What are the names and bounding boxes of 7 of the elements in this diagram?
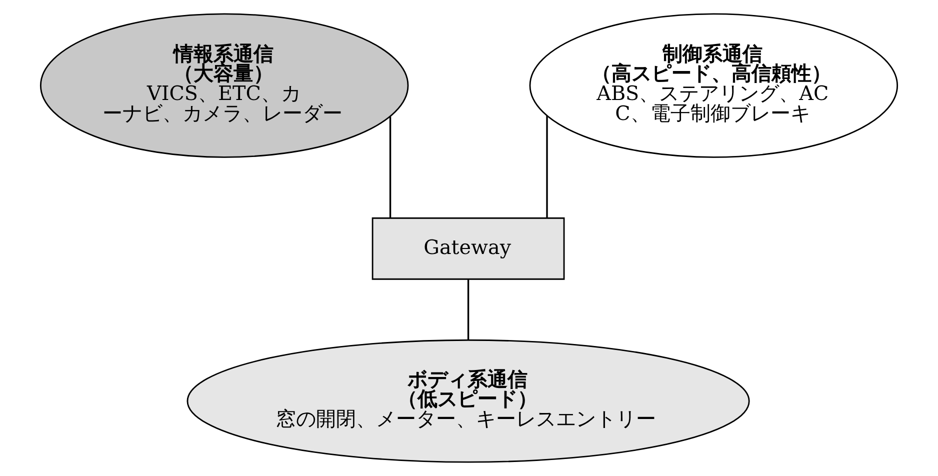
node-ellipse: 制御系通信（高スピード、高信頼性） ABS、ステアリング、ACC、電子制御ブレーキ (529, 13, 898, 158)
node-ellipse: 情報系通信（大容量） VICS、ETC、カーナビ、カメラ、レーダー (40, 13, 409, 158)
connector (546, 116, 548, 218)
connector (467, 279, 470, 340)
node-ellipse: ボディ系通信（低スピード） 窓の開閉、メーター、キーレスエントリー (186, 339, 750, 463)
connector (389, 116, 392, 218)
node-box: Gateway (372, 217, 565, 280)
